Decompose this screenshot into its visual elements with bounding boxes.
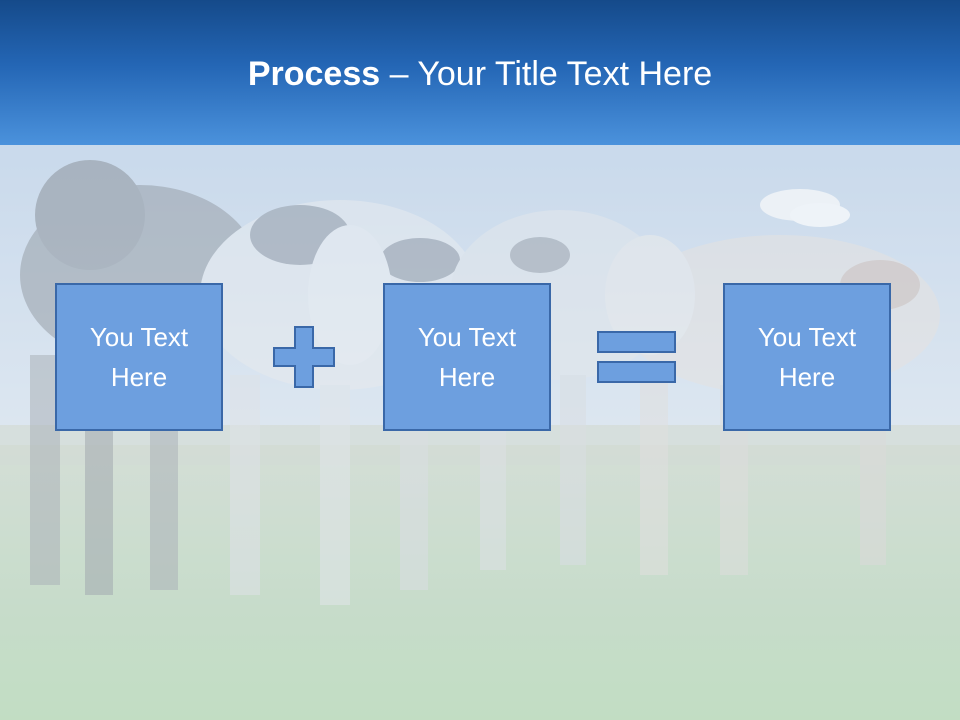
process-box-1-label: You Text Here — [89, 322, 189, 392]
process-box-2: You Text Here — [383, 283, 551, 431]
title-bar: Process – Your Title Text Here — [0, 0, 960, 145]
process-box-3-label: You Text Here — [757, 322, 857, 392]
slide-title: Process – Your Title Text Here — [0, 52, 960, 96]
plus-icon — [273, 326, 335, 388]
title-dash: – — [380, 55, 418, 93]
process-box-2-label: You Text Here — [417, 322, 517, 392]
process-box-1: You Text Here — [55, 283, 223, 431]
title-rest: Your Title Text Here — [417, 55, 713, 93]
background-photo — [0, 145, 960, 720]
process-box-3: You Text Here — [723, 283, 891, 431]
title-bold: Process — [247, 55, 381, 93]
equals-icon — [597, 331, 676, 383]
